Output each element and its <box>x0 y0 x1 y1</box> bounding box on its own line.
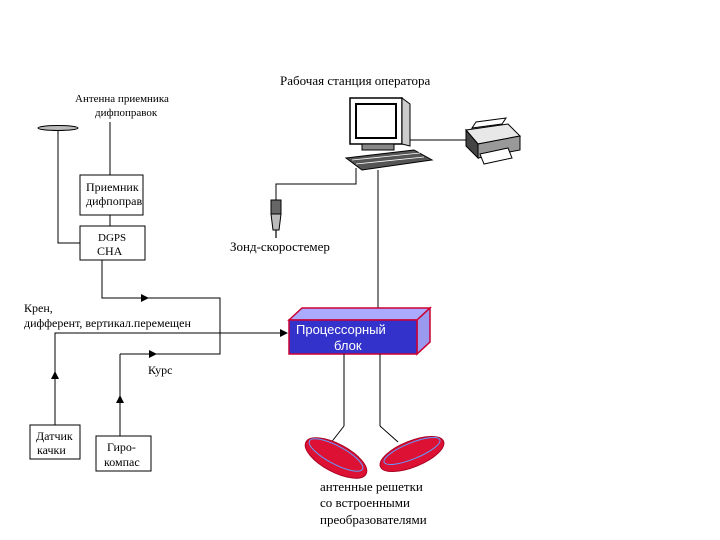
arrays-label-line2: со встроенными <box>320 495 410 510</box>
processor-label-line2: блок <box>334 338 362 353</box>
roll-label-line1: Крен, <box>24 301 53 315</box>
sensor-box <box>29 424 81 460</box>
antenna-icon <box>37 125 79 131</box>
receiver-box <box>79 174 144 216</box>
dgps-box <box>79 225 146 261</box>
sensor-label-line2: качки <box>37 443 66 457</box>
antenna-label-line1: Антенна приемника <box>75 93 169 105</box>
processor-label-line1: Процессорный <box>296 322 386 337</box>
operator-station-label: Рабочая станция оператора <box>280 73 430 88</box>
gyro-label-line1: Гиро- <box>107 440 136 454</box>
receiver-label-line1: Приемник <box>86 180 139 194</box>
antenna-label-line2: дифпоправок <box>95 107 158 119</box>
computer-icon <box>344 97 434 171</box>
dgps-label-line2: CHA <box>97 244 123 258</box>
roll-label-line2: дифферент, вертикал.перемещен <box>24 316 191 330</box>
receiver-label-line2: дифпоправ <box>86 194 142 208</box>
probe-label: Зонд-скоростемер <box>230 239 330 254</box>
gyro-label-line2: компас <box>104 455 140 469</box>
printer-icon <box>465 117 522 165</box>
arrays-label-line1: антенные решетки <box>320 479 423 494</box>
processor-block <box>287 306 432 356</box>
arrays-label-line3: преобразователями <box>320 512 427 527</box>
antenna-array-right <box>379 435 445 473</box>
gyrocompass-box <box>95 435 152 472</box>
dgps-label-line1: DGPS <box>98 232 126 244</box>
antenna-array-left <box>304 437 368 479</box>
sensor-label-line1: Датчик <box>36 429 73 443</box>
course-label: Курс <box>148 363 172 377</box>
probe-icon <box>270 199 282 238</box>
